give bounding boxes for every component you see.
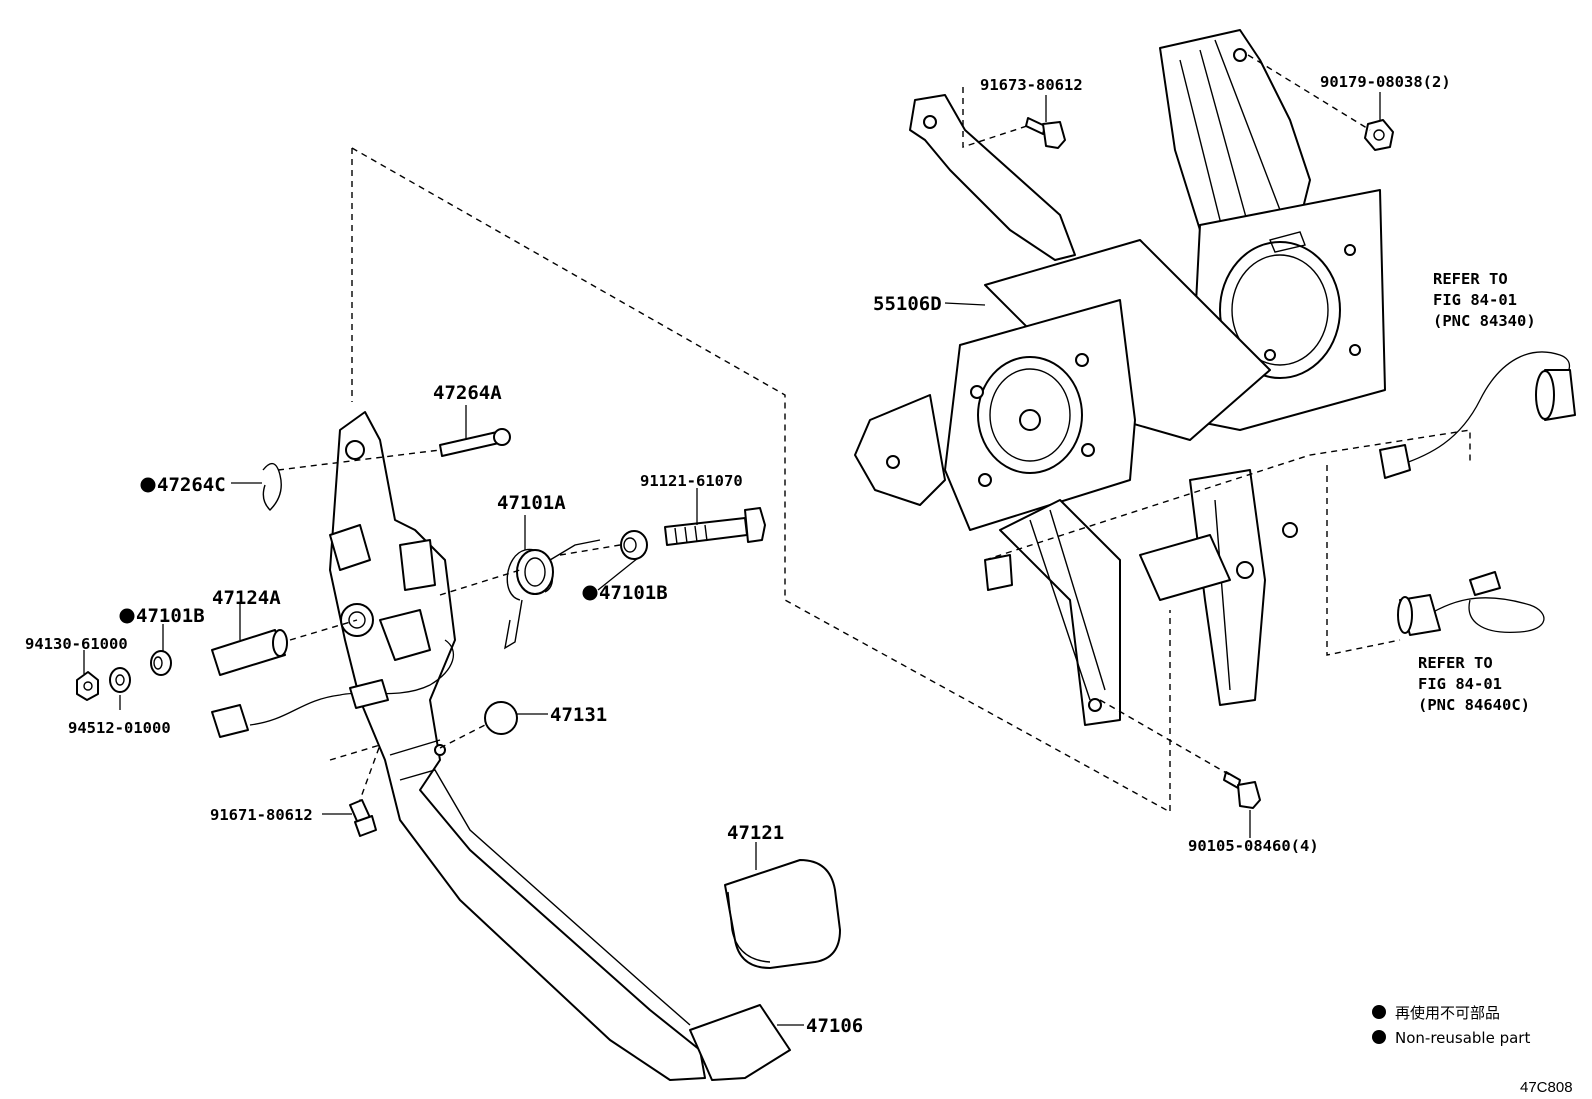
nut-94130 xyxy=(76,671,99,701)
non-reusable-dot xyxy=(582,585,598,601)
callout-94130-61000: 94130-61000 xyxy=(25,635,128,653)
legend-japanese: 再使用不可部品 xyxy=(1395,1004,1500,1022)
clutch-switch-lower xyxy=(1397,571,1545,636)
leader-lines xyxy=(83,92,1381,1026)
part-callouts: 47264A 47264C 47101A 91121-61070 47101B … xyxy=(25,73,1451,1037)
bolt-90105-08460 xyxy=(1223,771,1261,809)
legend-dot xyxy=(1372,1030,1386,1044)
refer-line1: REFER TO xyxy=(1418,654,1493,672)
clip-47264c xyxy=(262,462,282,511)
pedal-harness xyxy=(211,639,454,738)
pedal-foot xyxy=(689,1004,791,1081)
collar-47124a xyxy=(211,629,288,676)
bolt-91121-61070 xyxy=(664,507,766,546)
refer-note-upper: REFER TO FIG 84-01 (PNC 84340) xyxy=(1433,270,1536,330)
callout-47101a: 47101A xyxy=(497,492,566,514)
callout-94512-01000: 94512-01000 xyxy=(68,719,171,737)
callout-90105-08460: 90105-08460(4) xyxy=(1188,837,1319,855)
legend: 再使用不可部品 Non-reusable part xyxy=(1372,1004,1530,1047)
clutch-switch-upper xyxy=(1379,351,1576,479)
refer-line3: (PNC 84340) xyxy=(1433,312,1536,330)
cap-47131 xyxy=(484,701,518,735)
bolt-91671-80612 xyxy=(349,799,377,837)
callout-47264c: 47264C xyxy=(157,474,226,496)
refer-line2: FIG 84-01 xyxy=(1433,291,1517,309)
callout-91671-80612: 91671-80612 xyxy=(210,806,313,824)
clutch-pedal-arm-47106 xyxy=(329,411,706,1081)
non-reusable-dot xyxy=(140,477,156,493)
pedal-pad-47121 xyxy=(724,859,841,969)
callout-47131: 47131 xyxy=(550,704,607,726)
callout-47101b-right: 47101B xyxy=(599,582,668,604)
callout-47121: 47121 xyxy=(727,822,784,844)
bushing-47101b-left xyxy=(150,650,172,676)
spring-47101a xyxy=(504,539,601,650)
refer-line1: REFER TO xyxy=(1433,270,1508,288)
callout-90179-08038: 90179-08038(2) xyxy=(1320,73,1451,91)
washer-94512 xyxy=(109,667,131,693)
refer-line3: (PNC 84640C) xyxy=(1418,696,1530,714)
assembly-dashed-frame xyxy=(351,147,1171,814)
callout-47264a: 47264A xyxy=(433,382,502,404)
callout-55106d: 55106D xyxy=(873,293,942,315)
callout-47101b-left: 47101B xyxy=(136,605,205,627)
pin-47264a xyxy=(439,428,511,457)
assembly-guide-lines xyxy=(277,54,1471,801)
figure-code: 47C808 xyxy=(1520,1079,1573,1096)
callout-91673-80612: 91673-80612 xyxy=(980,76,1083,94)
callout-91121-61070: 91121-61070 xyxy=(640,472,743,490)
nut-90179-08038 xyxy=(1364,119,1394,151)
refer-note-lower: REFER TO FIG 84-01 (PNC 84640C) xyxy=(1418,654,1530,714)
pedal-bracket-55106d xyxy=(854,29,1386,726)
bushing-47101b-right xyxy=(620,530,648,560)
callout-47124a: 47124A xyxy=(212,587,281,609)
legend-english: Non-reusable part xyxy=(1395,1029,1530,1047)
bolt-91673-80612 xyxy=(1025,117,1066,149)
callout-47106: 47106 xyxy=(806,1015,863,1037)
refer-line2: FIG 84-01 xyxy=(1418,675,1502,693)
legend-dot xyxy=(1372,1005,1386,1019)
non-reusable-dot xyxy=(119,608,135,624)
